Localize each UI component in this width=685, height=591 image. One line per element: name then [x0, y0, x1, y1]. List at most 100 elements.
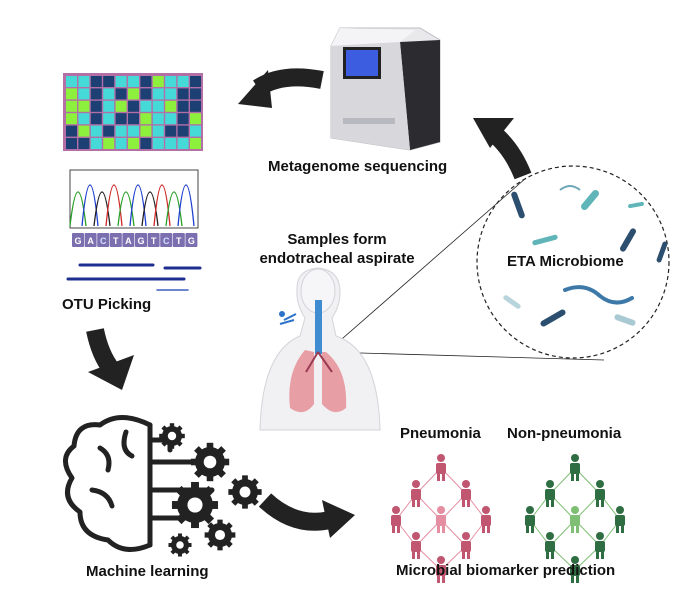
person-icon: [595, 532, 605, 559]
heatmap-cell: [140, 138, 152, 149]
heatmap-cell: [140, 113, 152, 125]
arrow-otu-to-ml: [86, 328, 134, 390]
person-icon: [570, 556, 580, 583]
dna-base-box: [109, 233, 122, 247]
bacterium: [511, 191, 525, 219]
otu-heatmap: [63, 73, 203, 151]
heatmap-cell: [165, 88, 177, 100]
flagellum: [559, 185, 581, 191]
pneumonia-people-network: [391, 454, 491, 583]
label-samples-line1: Samples form: [287, 231, 387, 248]
heatmap-cell: [78, 138, 90, 149]
dna-base-letter: T: [176, 236, 182, 246]
heatmap-cell: [177, 88, 189, 100]
heatmap-cell: [177, 76, 189, 87]
heatmap-cell: [177, 113, 189, 125]
heatmap-cell: [152, 100, 164, 112]
person-icon: [481, 506, 491, 533]
dna-base-letter: T: [151, 236, 157, 246]
dna-base-box: [185, 233, 198, 247]
microbiome-circle: [476, 165, 670, 359]
bacterium: [581, 189, 599, 211]
heatmap-cell: [78, 125, 90, 137]
heatmap-cell: [115, 113, 127, 125]
heatmap-cell: [152, 138, 164, 149]
heatmap-cell: [90, 88, 102, 100]
heatmap-cell: [66, 138, 77, 149]
heatmap-cell: [165, 100, 177, 112]
heatmap-cell: [152, 88, 164, 100]
dna-base-letter: C: [163, 236, 170, 246]
heatmap-cell: [103, 76, 115, 87]
bacterium: [620, 228, 636, 252]
heatmap-cell: [78, 76, 90, 87]
chromatogram-peak: [69, 191, 87, 227]
heatmap-cell: [140, 88, 152, 100]
heatmap-cell: [128, 76, 139, 87]
heatmap-cell: [152, 125, 164, 137]
heatmap-cell: [190, 138, 201, 149]
chromatogram: [69, 169, 199, 229]
heatmap-cell: [177, 125, 189, 137]
spirochete: [563, 285, 634, 305]
heatmap-cell: [66, 125, 77, 137]
bacterium: [503, 295, 521, 309]
person-icon: [436, 454, 446, 481]
heatmap-cell: [78, 100, 90, 112]
gear-icon: [168, 533, 192, 557]
heatmap-cell: [103, 100, 115, 112]
heatmap-cell: [115, 125, 127, 137]
heatmap-cell: [140, 100, 152, 112]
bacterium: [540, 309, 566, 327]
dna-base-letter: G: [74, 236, 81, 246]
gear-icon: [228, 475, 262, 509]
dna-base-letter: G: [137, 236, 144, 246]
person-icon: [436, 506, 446, 533]
heatmap-cell: [90, 100, 102, 112]
heatmap-cell: [140, 76, 152, 87]
dna-base-letter: A: [87, 236, 94, 246]
heatmap-cell: [115, 76, 127, 87]
heatmap-cell: [165, 113, 177, 125]
dna-base-box: [160, 233, 173, 247]
heatmap-cell: [103, 125, 115, 137]
person-icon: [461, 532, 471, 559]
label-pneumonia: Pneumonia: [400, 425, 481, 442]
bacterium: [614, 314, 636, 326]
bacterium: [628, 201, 644, 209]
person-icon: [525, 506, 535, 533]
label-eta-microbiome: ETA Microbiome: [507, 253, 624, 270]
heatmap-cell: [128, 88, 139, 100]
chromatogram-peak: [177, 184, 195, 227]
heatmap-cell: [152, 76, 164, 87]
person-icon: [461, 480, 471, 507]
label-metagenome-sequencing: Metagenome sequencing: [268, 158, 448, 175]
zoom-lines: [326, 177, 605, 361]
dna-base-box: [72, 233, 84, 247]
person-icon: [545, 480, 555, 507]
label-samples-line2: endotracheal aspirate: [259, 250, 415, 267]
arrow-microbiome-to-sequencer: [473, 118, 532, 180]
chromatogram-peak: [93, 191, 111, 227]
person-icon: [411, 480, 421, 507]
heatmap-cell: [190, 88, 201, 100]
read-alignment-lines: [66, 263, 202, 291]
gear-icon: [190, 442, 230, 482]
gear-icon: [204, 519, 236, 551]
heatmap-cell: [165, 76, 177, 87]
heatmap-cell: [115, 138, 127, 149]
sequencer-machine-icon: [330, 27, 441, 151]
arrow-ml-to-prediction: [258, 493, 355, 538]
non-pneumonia-people-network: [525, 454, 625, 583]
heatmap-cell: [115, 88, 127, 100]
chromatogram-peak: [117, 191, 135, 227]
person-icon: [411, 532, 421, 559]
heatmap-cell: [177, 100, 189, 112]
dna-base-letter: T: [113, 236, 119, 246]
heatmap-cell: [66, 113, 77, 125]
heatmap-cell: [128, 113, 139, 125]
label-otu-picking: OTU Picking: [62, 296, 152, 313]
label-non-pneumonia: Non-pneumonia: [507, 425, 622, 442]
